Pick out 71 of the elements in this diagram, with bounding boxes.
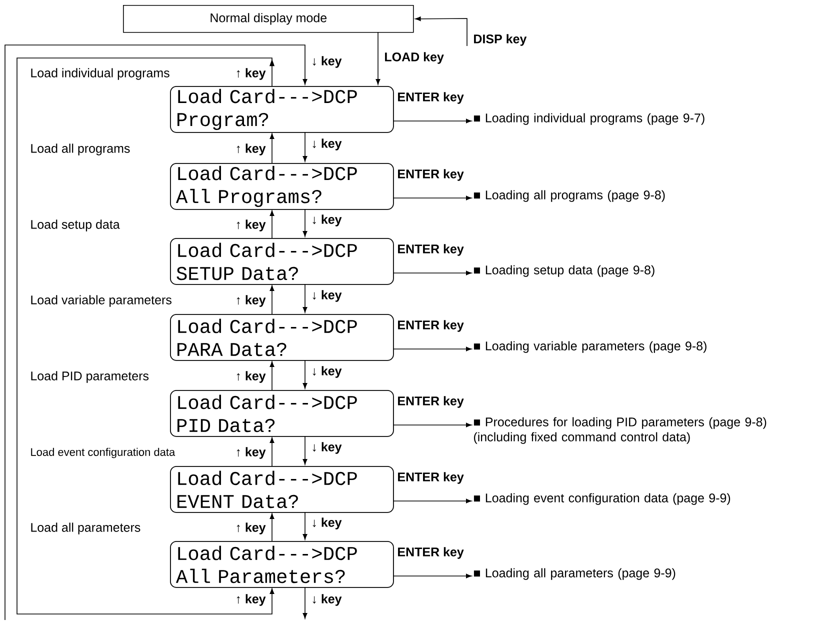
arrow: [270, 361, 274, 390]
display-box: Load Card--->DCP SETUP Data?: [170, 238, 394, 285]
mode-box: Normal display mode: [123, 5, 414, 33]
display-box: Load Card--->DCP All Parameters?: [170, 541, 394, 588]
result-text: ■ Loading all parameters (page 9-9): [474, 568, 676, 580]
edge-label: ↓ key: [310, 593, 343, 607]
edge-label: ENTER key: [396, 319, 465, 333]
arrow: [392, 574, 472, 578]
edge-label: ↑ key: [234, 67, 267, 81]
edge-label: ↓ key: [310, 441, 343, 455]
edge-label: ↓ key: [310, 138, 343, 152]
display-box: Load Card--->DCP EVENT Data?: [170, 466, 394, 513]
arrow: [392, 196, 472, 200]
side-label: Load individual programs: [31, 68, 170, 80]
arrow: [4, 44, 308, 620]
edge-label: ↓ key: [310, 365, 343, 379]
edge-label: LOAD key: [383, 51, 445, 65]
result-text: ■ Loading all programs (page 9-8): [474, 190, 665, 202]
side-label: Load variable parameters: [31, 295, 172, 307]
arrow: [302, 132, 308, 162]
side-label: Load all programs: [31, 144, 130, 156]
edge-label: ↑ key: [234, 218, 267, 232]
arrow: [302, 436, 308, 465]
edge-label: ENTER key: [396, 471, 465, 485]
arrow: [270, 133, 274, 164]
arrow: [392, 422, 472, 428]
arrow: [376, 32, 380, 85]
edge-label: ↓ key: [310, 289, 343, 303]
arrow: [16, 58, 275, 614]
edge-label: ENTER key: [396, 546, 465, 560]
arrow: [270, 513, 274, 542]
side-label: Load event configuration data: [31, 448, 176, 458]
display-box: Load Card--->DCP PID Data?: [170, 390, 394, 437]
edge-label: ENTER key: [396, 395, 465, 409]
edge-label: ENTER key: [396, 168, 465, 182]
arrow: [392, 118, 472, 124]
display-box: Load Card--->DCP Program?: [170, 86, 394, 133]
arrow: [302, 586, 308, 619]
result-text: ■ Loading variable parameters (page 9-8): [474, 341, 706, 353]
edge-label: ↑ key: [234, 446, 267, 460]
arrow: [392, 498, 472, 504]
edge-label: ↓ key: [310, 516, 343, 530]
arrow: [302, 284, 308, 313]
side-label: Load PID parameters: [31, 371, 149, 383]
arrow: [270, 437, 274, 466]
result-text: ■ Loading setup data (page 9-8): [474, 265, 654, 277]
edge-label: ↑ key: [234, 142, 267, 156]
key-label: ↑ key: [236, 594, 266, 606]
edge-label: ↓ key: [310, 55, 343, 69]
arrow: [270, 210, 274, 238]
edge-label: ENTER key: [396, 91, 465, 105]
result-text: ■ Procedures for loading PID parameters (page 9-8) (including fixed command control data): [474, 417, 766, 444]
edge-label: DISP key: [472, 33, 528, 47]
side-label: Load all parameters: [31, 522, 140, 534]
edge-label: ↑ key: [234, 522, 267, 536]
display-box: Load Card--->DCP All Programs?: [170, 163, 394, 210]
arrow: [392, 346, 472, 352]
arrow: [302, 360, 308, 389]
edge-label: ENTER key: [396, 243, 465, 257]
edge-label: ↓ key: [310, 214, 343, 228]
edge-label: ↑ key: [234, 370, 267, 384]
arrow: [415, 16, 468, 46]
side-label: Load setup data: [31, 220, 120, 232]
edge-label: ↑ key: [234, 294, 267, 308]
result-text: ■ Loading individual programs (page 9-7): [474, 113, 704, 125]
display-box: Load Card--->DCP PARA Data?: [170, 314, 394, 361]
arrow: [302, 512, 308, 540]
arrow: [270, 285, 274, 314]
arrow: [302, 208, 308, 237]
result-text: ■ Loading event configuration data (page 9-9): [474, 493, 730, 505]
arrow: [392, 270, 472, 276]
